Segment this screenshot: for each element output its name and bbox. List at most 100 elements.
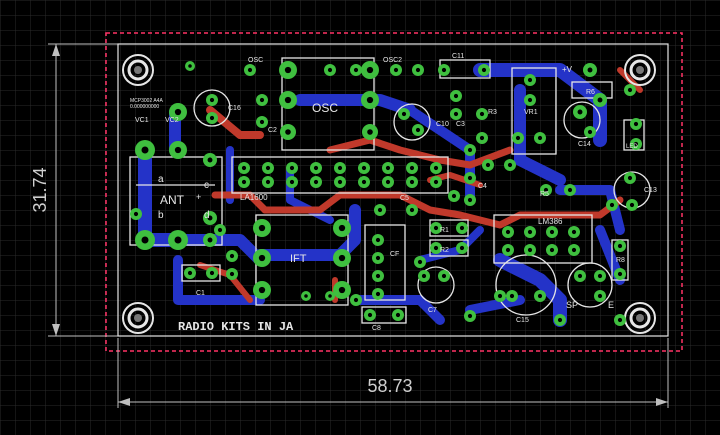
pad-drill-hole — [366, 66, 374, 74]
pad-drill-hole — [453, 93, 459, 99]
pad-drill-hole — [367, 129, 373, 135]
pad-drill-hole — [617, 243, 623, 249]
pad-drill-hole — [174, 236, 182, 244]
label-ift: IFT — [290, 253, 307, 265]
pad-drill-hole — [241, 165, 247, 171]
pad-drill-hole — [393, 67, 399, 73]
label-led: LED — [626, 144, 638, 150]
pad-drill-hole — [571, 247, 577, 253]
pad-drill-hole — [417, 259, 423, 265]
label-sp: SP — [566, 300, 578, 310]
pad-drill-hole — [567, 187, 573, 193]
pad-drill-hole — [497, 293, 503, 299]
label-c14: C14 — [578, 141, 591, 148]
pad-drill-hole — [481, 67, 487, 73]
pad-drill-hole — [367, 312, 373, 318]
pad-drill-hole — [507, 162, 513, 168]
pad-drill-hole — [467, 175, 473, 181]
pad-drill-hole — [313, 179, 319, 185]
label-c3: C3 — [456, 121, 465, 128]
pad-drill-hole — [313, 165, 319, 171]
c7-outline — [393, 103, 431, 141]
pad-drill-hole — [629, 202, 635, 208]
vr1-outline — [511, 67, 557, 155]
pad-drill-hole — [597, 97, 603, 103]
label-r1: R1 — [440, 227, 449, 234]
r6-outline — [571, 81, 613, 99]
label-c1: C1 — [196, 290, 205, 297]
c14-outline — [563, 101, 601, 139]
pad-drill-hole — [633, 121, 639, 127]
pad-drill-hole — [467, 197, 473, 203]
pad-drill-hole — [361, 165, 367, 171]
pad-drill-hole — [385, 165, 391, 171]
pad-drill-hole — [289, 165, 295, 171]
pad-drill-hole — [207, 157, 213, 163]
pad-drill-hole — [467, 147, 473, 153]
pad-drill-hole — [327, 67, 333, 73]
pad-drill-hole — [377, 207, 383, 213]
pad-drill-hole — [467, 313, 473, 319]
label-ant: ANT — [160, 193, 185, 207]
pad-drill-hole — [217, 227, 223, 233]
pad-drill-hole — [627, 87, 633, 93]
board-silk-border — [117, 43, 669, 337]
pad-drill-hole — [258, 286, 266, 294]
pad-drill-hole — [209, 115, 215, 121]
label-ant-plus: + — [196, 192, 201, 202]
pad-drill-hole — [433, 225, 439, 231]
pad-drill-hole — [485, 162, 491, 168]
board-outline[interactable] — [105, 32, 683, 352]
label-vplus: +V — [562, 65, 573, 74]
pad-drill-hole — [459, 245, 465, 251]
silkscreen-text: RADIO KITS IN JA MCP3002 A4A 0.000000000… — [130, 53, 657, 334]
pad-drill-hole — [577, 109, 583, 115]
label-cf: CF — [390, 251, 399, 258]
pad-drill-hole — [207, 215, 213, 221]
pad-drill-hole — [433, 179, 439, 185]
pad-drill-hole — [549, 247, 555, 253]
pad-drill-hole — [141, 236, 149, 244]
pad-drill-hole — [537, 293, 543, 299]
height-dimension[interactable]: 31.74 — [30, 43, 128, 337]
label-r6: R6 — [586, 89, 595, 96]
pad-drill-hole — [527, 77, 533, 83]
pad-drill-hole — [587, 67, 593, 73]
pad-drill-hole — [415, 67, 421, 73]
board-small-mark-2: 0.000000000 — [130, 104, 159, 110]
pad-drill-hole — [337, 165, 343, 171]
pad-drill-hole — [284, 66, 292, 74]
pad-drill-hole — [375, 255, 381, 261]
label-c4: C4 — [478, 183, 487, 190]
pad-drill-hole — [409, 207, 415, 213]
pad-drill-hole — [433, 245, 439, 251]
c8-outline — [361, 306, 407, 324]
board-title: RADIO KITS IN JA — [178, 320, 294, 334]
pad-drill-hole — [509, 293, 515, 299]
label-vr1: VR1 — [524, 109, 538, 116]
ic2-outline — [493, 214, 593, 264]
label-ic1: LA1600 — [240, 193, 268, 202]
label-c15: C15 — [516, 317, 529, 324]
pad-drill-hole — [479, 111, 485, 117]
pad-drill-hole — [633, 141, 639, 147]
label-c10: C10 — [436, 121, 449, 128]
label-ic2: LM386 — [538, 217, 563, 226]
pad-drill-hole — [375, 273, 381, 279]
pad-layer — [130, 61, 642, 326]
pad-drill-hole — [577, 273, 583, 279]
label-d: d — [204, 210, 210, 221]
pad-drill-hole — [366, 96, 374, 104]
width-dimension[interactable]: 58.73 — [117, 338, 669, 408]
pad-drill-hole — [353, 67, 359, 73]
label-r2: R2 — [440, 247, 449, 254]
pad-drill-hole — [174, 108, 182, 116]
pad-drill-hole — [337, 179, 343, 185]
mount-hole-top-left — [122, 54, 154, 86]
pad-drill-hole — [375, 291, 381, 297]
label-osc: OSC — [312, 101, 338, 115]
pad-drill-hole — [328, 294, 332, 298]
pad-drill-hole — [537, 135, 543, 141]
c10-outline — [417, 266, 455, 304]
